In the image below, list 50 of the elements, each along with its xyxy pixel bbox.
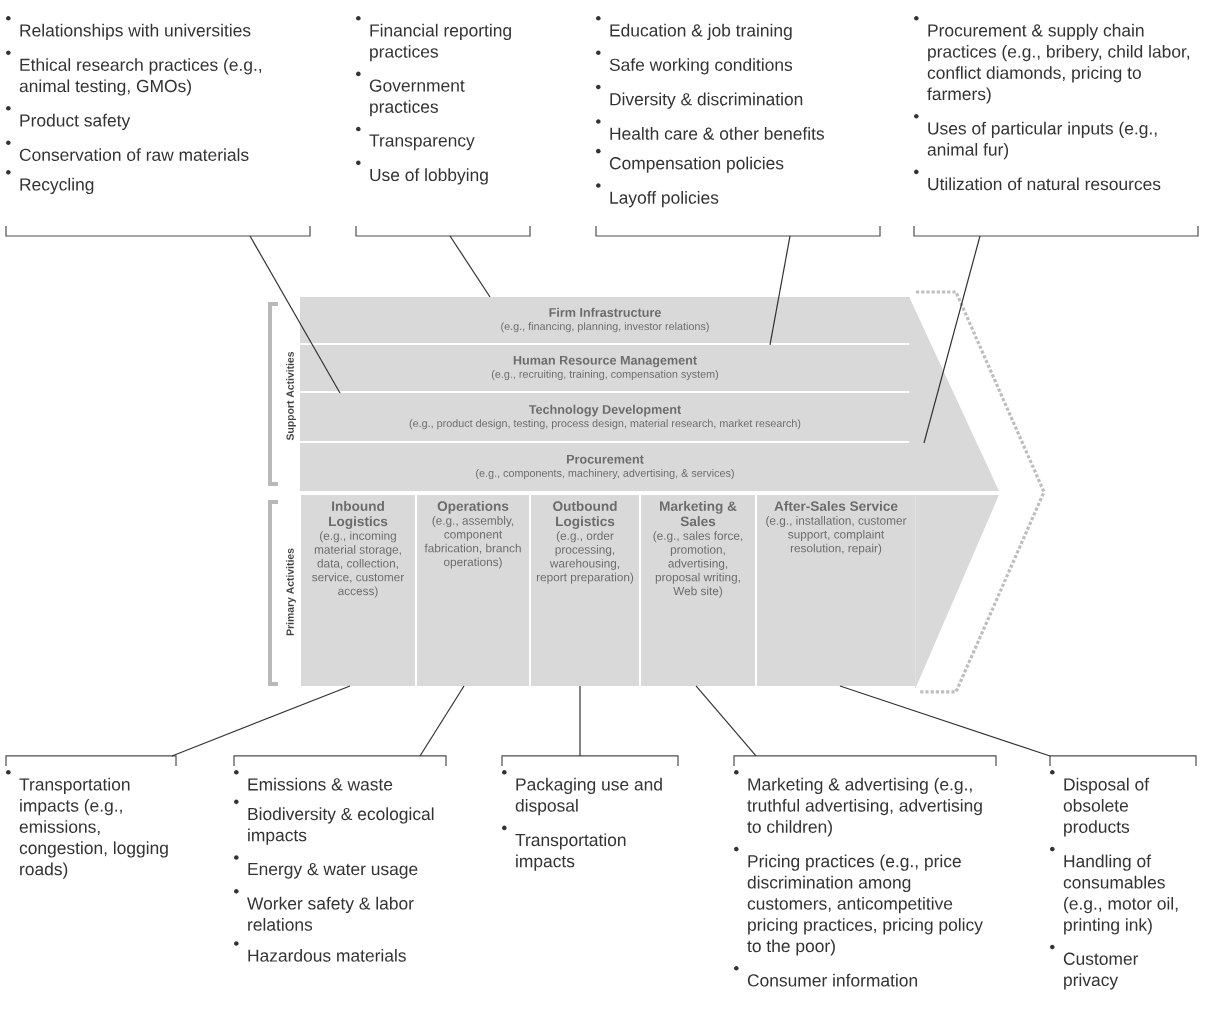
leader-line bbox=[419, 685, 465, 757]
bullet-item: Compensation policies bbox=[596, 148, 784, 173]
bullet-item: Diversity & discrimination bbox=[596, 84, 803, 109]
bullet-list bbox=[5, 16, 311, 237]
bullet-item: Transportation impacts bbox=[502, 825, 626, 871]
bullet-list bbox=[355, 16, 531, 237]
leader-line bbox=[171, 685, 351, 757]
bullet-item: Biodiversity & ecological impacts bbox=[234, 799, 434, 845]
bullet-list bbox=[913, 16, 1199, 237]
bullet-item: Consumer information bbox=[734, 966, 917, 987]
bullet-item: Energy & water usage bbox=[234, 855, 418, 879]
leader-line bbox=[769, 235, 791, 346]
bullet-item: Emissions & waste bbox=[234, 769, 393, 791]
leader-line bbox=[579, 685, 581, 757]
bullet-item: Procurement & supply chain practices (e.g., bribery, child labor, conflict diamonds, pricing to farmers) bbox=[914, 16, 1190, 104]
bullet-item: Use of lobbying bbox=[356, 160, 488, 185]
leader-line bbox=[923, 235, 981, 444]
bullet-item: Layoff policies bbox=[596, 183, 719, 208]
bullet-item: Customer privacy bbox=[1050, 944, 1139, 990]
bullet-list bbox=[595, 16, 881, 237]
bullet-item: Product safety bbox=[6, 106, 131, 131]
bullet-list bbox=[501, 755, 679, 871]
bullet-item: Marketing & advertising (e.g., truthful advertising, advertising to children) bbox=[734, 769, 982, 837]
bullet-item: Hazardous materials bbox=[234, 941, 406, 962]
bullet-item: Relationships with universities bbox=[6, 16, 251, 40]
leader-line bbox=[449, 235, 491, 298]
bullet-item: Transportation impacts (e.g., emissions, congestion, logging roads) bbox=[6, 769, 168, 879]
bullet-list bbox=[233, 755, 447, 962]
leader-line bbox=[695, 685, 757, 757]
bullet-item: Pricing practices (e.g., price discrimination among customers, anticompetitive pricing practices, pricing policy to the poor) bbox=[734, 846, 983, 956]
bullet-item: Packaging use and disposal bbox=[502, 769, 662, 816]
bullet-list bbox=[5, 755, 177, 879]
bullet-list bbox=[1049, 755, 1197, 990]
bullet-item: Recycling bbox=[6, 170, 94, 195]
bullet-item: Handling of consumables (e.g., motor oil, printing ink) bbox=[1050, 846, 1178, 935]
leader-line bbox=[249, 235, 341, 394]
bullet-item: Worker safety & labor relations bbox=[234, 889, 414, 931]
leader-line bbox=[839, 685, 1051, 757]
bullet-item: Disposal of obsolete products bbox=[1050, 769, 1150, 837]
bullet-item: Health care & other benefits bbox=[596, 119, 824, 140]
bullet-item: Transparency bbox=[356, 126, 475, 151]
bullet-item: Ethical research practices (e.g., animal testing, GMOs) bbox=[6, 50, 262, 96]
bullet-item: Education & job training bbox=[596, 16, 792, 40]
bullet-item: Financial reporting practices bbox=[356, 16, 511, 62]
bullet-item: Utilization of natural resources bbox=[914, 169, 1161, 191]
bullet-item: Safe working conditions bbox=[596, 50, 793, 75]
bullet-list bbox=[733, 755, 997, 987]
bullet-item: Uses of particular inputs (e.g., animal fur) bbox=[914, 114, 1157, 160]
bullet-item: Conservation of raw materials bbox=[6, 140, 249, 161]
bullet-item: Government practices bbox=[356, 71, 465, 117]
